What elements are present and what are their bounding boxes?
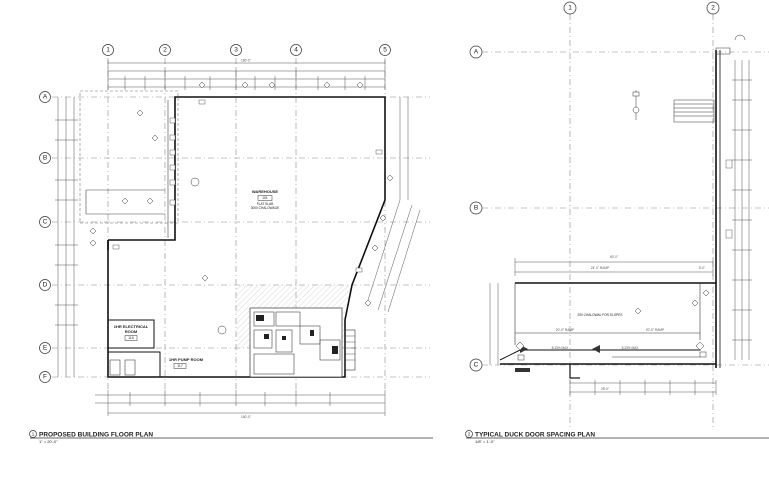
plan2-east-wall [716, 35, 745, 368]
pump-room-name: 1HR PUMP ROOM [169, 357, 204, 362]
column-tags [113, 100, 382, 272]
pump-room [108, 352, 160, 377]
warehouse-tag: 101 [262, 196, 268, 200]
plan2-title: TYPICAL DUCK DOOR SPACING PLAN [475, 432, 595, 439]
grid-bubble-c: C [43, 219, 48, 226]
plan2-grid-bubble-a: A [474, 49, 479, 56]
floor-plan-1: 1 2 3 4 5 A B C D E F 180 [30, 45, 434, 445]
plan2-scale: 1/8" = 1'-0" [475, 439, 495, 444]
warehouse-name: WAREHOUSE [252, 189, 279, 194]
stair [674, 100, 714, 122]
plumbing-icon [191, 178, 199, 186]
plan2-top-dimension: 60'-0" [610, 255, 618, 259]
plan2-ramp-small: 5'-0" [699, 266, 705, 270]
grid-bubble-d: D [43, 282, 48, 289]
grid-bubble-a: A [43, 94, 48, 101]
pump-room-tag: 117 [177, 364, 183, 368]
plan1-right-dimensions [368, 97, 420, 312]
plan2-ramp-dimension: 24'-0" RAMP [591, 266, 609, 270]
plan1-left-dimensions [55, 97, 78, 377]
plan2-grid-bubble-b: B [474, 205, 478, 212]
overall-dimension: 180'-0" [241, 59, 251, 63]
overall-dimension-bottom: 180'-0" [241, 415, 251, 419]
grid-bubble-b: B [43, 155, 47, 162]
canopy-outline [80, 91, 178, 223]
plan2-max-right: 8.33% MAX [622, 346, 640, 350]
plan2-grid-bubble-2: 2 [711, 5, 715, 12]
grid-bubble-2: 2 [163, 47, 167, 54]
plan1-scale: 1" = 20'-0" [39, 439, 58, 444]
grid-bubble-e: E [43, 345, 48, 352]
plan2-bottom-dimension: 28'-0" [601, 387, 609, 391]
plan2-ramp-left: 20'-0" RAMP [556, 328, 574, 332]
warehouse-note-2: 3000 CHALOWAGE [251, 206, 280, 210]
plan1-column-bubbles: 1 2 3 4 5 [103, 45, 391, 56]
grid-bubble-4: 4 [294, 47, 298, 54]
plan2-slab-note: 200 CHALOWAL FOR SLOPES [577, 313, 622, 317]
plan1-title: PROPOSED BUILDING FLOOR PLAN [39, 432, 153, 439]
plan1-bottom-dimensions [95, 390, 385, 416]
plan2-grid-bubble-1: 1 [568, 5, 572, 12]
electrical-room-name-2: ROOM [125, 329, 138, 334]
grid-bubble-f: F [43, 374, 47, 381]
office-block [250, 308, 355, 377]
drain-icon [218, 326, 226, 334]
plan2-max-left: 8.33% MAX [552, 346, 570, 350]
plan2-grid-bubble-c: C [474, 362, 479, 369]
plan2-ramp-right: 20'-0" RAMP [646, 328, 664, 332]
column-symbol-icon [633, 90, 639, 120]
floor-plan-2: 1 2 A B C [466, 2, 769, 444]
grid-bubble-5: 5 [383, 47, 387, 54]
door-tags [90, 82, 393, 306]
plan2-bottom-dimensions [570, 380, 716, 395]
grid-bubble-3: 3 [234, 47, 238, 54]
grid-bubble-1: 1 [106, 47, 110, 54]
plan2-right-dimensions [732, 60, 752, 360]
electrical-room-tag: 116 [128, 336, 134, 340]
plan1-row-bubbles: A B C D E F [40, 92, 51, 383]
